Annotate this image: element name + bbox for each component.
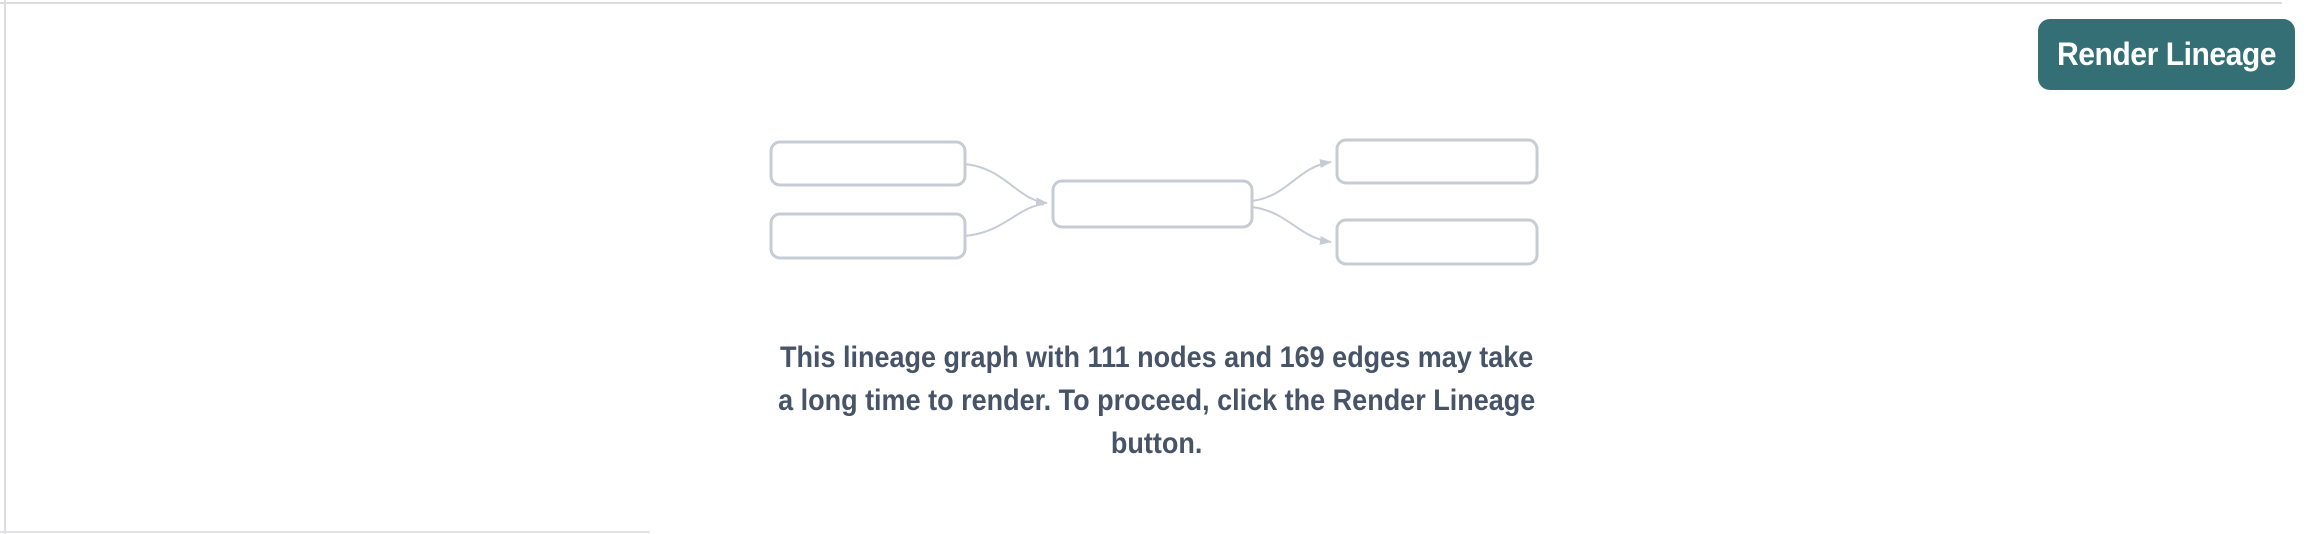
- lineage-placeholder-graphic: [769, 138, 1539, 266]
- render-lineage-button[interactable]: Render Lineage: [2038, 19, 2295, 90]
- placeholder-node-upstream-bottom: [769, 212, 967, 260]
- lineage-placeholder-content: This lineage graph with 111 nodes and 16…: [6, 0, 2308, 534]
- placeholder-node-downstream-bottom: [1335, 218, 1539, 266]
- render-lineage-button-label: Render Lineage: [2056, 36, 2277, 72]
- panel-left-border: [4, 0, 6, 534]
- render-warning-line-2: a long time to render. To proceed, click…: [778, 384, 1536, 417]
- render-warning-line-3: button.: [1111, 427, 1203, 460]
- render-warning-line-1: This lineage graph with 111 nodes and 16…: [780, 341, 1534, 374]
- placeholder-node-upstream-top: [769, 140, 967, 187]
- edge-downstream-top: [1251, 159, 1332, 202]
- panel-bottom-border: [0, 531, 650, 533]
- edge-downstream-bottom: [1251, 206, 1332, 245]
- placeholder-node-downstream-top: [1335, 138, 1539, 185]
- edge-upstream-bottom: [964, 203, 1045, 237]
- edge-upstream-top: [964, 163, 1048, 207]
- placeholder-node-center: [1051, 179, 1254, 229]
- panel-top-border: [0, 2, 2282, 4]
- render-warning-message: This lineage graph with 111 nodes and 16…: [778, 336, 1535, 465]
